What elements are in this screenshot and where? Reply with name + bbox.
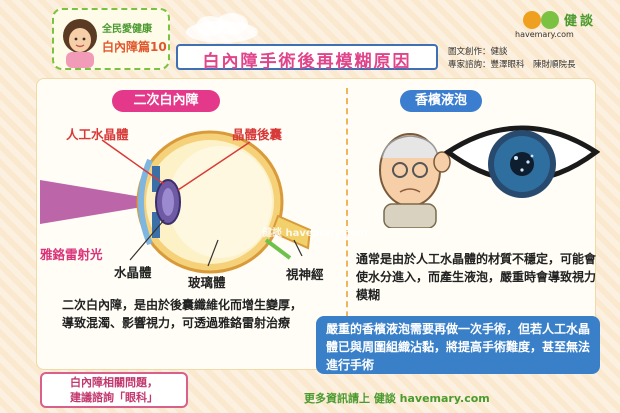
label-optic-nerve: 視神經	[286, 267, 324, 282]
cloud-decoration-icon	[186, 13, 258, 43]
champagne-bubbles-note: 嚴重的香檳液泡需要再做一次手術，但若人工水晶體已與周圍組織沾黏，將提高手術難度，…	[316, 316, 600, 374]
series-episode: 白內障篇10	[102, 40, 167, 54]
label-vitreous: 玻璃體	[188, 275, 226, 290]
related-line-2: 建議諮詢「眼科」	[70, 391, 158, 404]
svg-text:健: 健	[564, 13, 577, 29]
eye-cross-section-icon	[40, 130, 312, 274]
series-name: 全民愛健康	[102, 24, 152, 35]
related-advice-box: 白內障相關問題， 建議諮詢「眼科」	[40, 372, 188, 408]
label-yag-laser: 雅鉻雷射光	[40, 247, 103, 262]
brand-logo-icon: 健 談	[523, 11, 594, 29]
page-title: 白內障手術後再模糊原因	[202, 52, 412, 72]
label-lens: 水晶體	[114, 265, 152, 280]
brand-url: havemary.com	[515, 30, 574, 39]
page-title-bar: 白內障手術後再模糊原因	[176, 44, 438, 72]
related-line-1: 白內障相關問題，	[70, 376, 158, 389]
watermark: 健談 havemary.com	[262, 228, 368, 239]
credit-author: 圖文創作：健談	[448, 47, 508, 57]
doctor-avatar-icon	[63, 19, 97, 68]
credits: 圖文創作：健談 專家諮詢：豐澤眼科 陳財順院長	[448, 46, 576, 72]
champagne-bubbles-description: 通常是由於人工水晶體的材質不穩定，可能會使水分進入，而產生液泡，嚴重時會導致視力…	[356, 252, 597, 302]
credit-consultant: 專家諮詢：豐澤眼科 陳財順院長	[448, 60, 576, 70]
panel-divider	[346, 88, 348, 358]
label-posterior-capsule: 晶體後囊	[232, 127, 283, 142]
series-badge: 全民愛健康 白內障篇10	[52, 8, 170, 70]
more-info-footer: 更多資訊請上 健談 havemary.com	[304, 392, 490, 405]
elderly-man-icon	[379, 133, 451, 228]
secondary-cataract-description: 二次白內障，是由於後囊纖維化而增生變厚，導致混濁、影響視力，可透過雅鉻雷射治療	[62, 298, 303, 330]
eye-closeup-icon	[444, 125, 600, 198]
champagne-bubbles-heading: 香檳液泡	[400, 90, 482, 112]
secondary-cataract-heading: 二次白內障	[112, 90, 220, 112]
label-artificial-lens: 人工水晶體	[66, 127, 129, 142]
svg-text:談: 談	[580, 13, 594, 29]
